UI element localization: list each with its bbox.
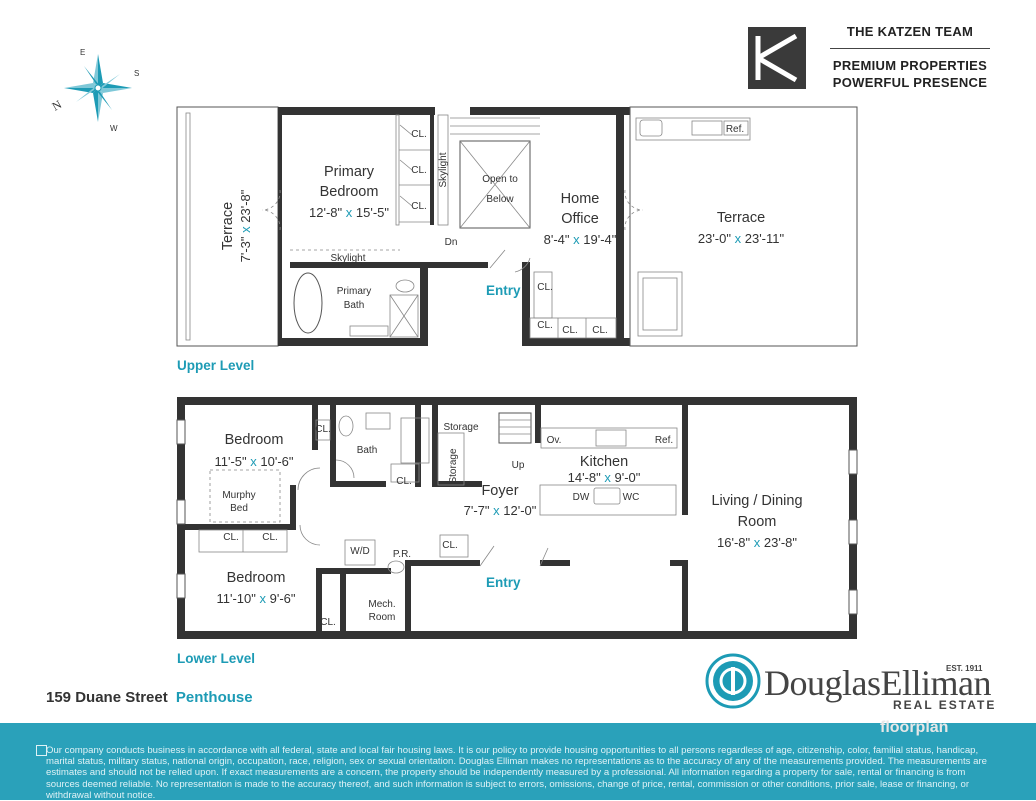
upper-closet-label-2: CL. <box>411 165 427 176</box>
stair-down-label: Dn <box>445 237 458 248</box>
lower-closet-label-4: CL. <box>396 476 412 487</box>
lower-level-label: Lower Level <box>177 651 255 666</box>
upper-office-closet-3: CL. <box>562 325 578 336</box>
lower-closet-label-1: CL. <box>315 424 331 435</box>
bedroom1-label: Bedroom <box>225 432 284 448</box>
upper-office-closet-1: CL. <box>537 282 553 293</box>
home-office-label-2: Office <box>561 211 599 227</box>
upper-level-label: Upper Level <box>177 358 254 373</box>
compass-n: N <box>50 97 65 114</box>
upper-entry-label: Entry <box>486 283 521 298</box>
primary-bedroom-label-2: Bedroom <box>320 184 379 200</box>
upper-ref-label: Ref. <box>726 124 744 135</box>
team-tagline-1: PREMIUM PROPERTIES <box>832 58 988 73</box>
living-dining-label-1: Living / Dining <box>711 493 802 509</box>
lower-closet-label-3: CL. <box>262 532 278 543</box>
disclaimer-text: Our company conducts business in accorda… <box>46 745 988 801</box>
home-office-dim: 8'-4" x 19'-4" <box>544 232 617 247</box>
upper-level-plan <box>176 106 858 347</box>
mech-room-label-2: Room <box>369 612 396 623</box>
murphy-bed-label-2: Bed <box>230 503 248 514</box>
equal-housing-icon <box>36 745 47 756</box>
mech-room-label-1: Mech. <box>368 599 395 610</box>
lower-closet-label-5: CL. <box>442 540 458 551</box>
upper-terrace-right-label: Terrace <box>717 210 765 226</box>
compass-s: S <box>134 69 139 78</box>
bedroom2-dim: 11'-10" x 9'-6" <box>216 591 295 606</box>
oven-label: Ov. <box>547 435 562 446</box>
team-name: THE KATZEN TEAM <box>830 24 990 49</box>
wd-label: W/D <box>350 546 369 557</box>
bedroom2-label: Bedroom <box>227 570 286 586</box>
douglas-elliman-est: EST. 1911 <box>946 664 983 673</box>
stair-up-label: Up <box>512 460 525 471</box>
team-tagline-2: POWERFUL PRESENCE <box>832 75 988 90</box>
kitchen-dim: 14'-8" x 9'-0" <box>568 470 641 485</box>
living-dining-label-2: Room <box>738 514 777 530</box>
team-brand-block: THE KATZEN TEAM PREMIUM PROPERTIES POWER… <box>830 24 990 91</box>
foyer-label: Foyer <box>481 483 518 499</box>
dishwasher-label: DW <box>573 492 590 503</box>
upper-terrace-left-label: Terrace <box>220 202 236 250</box>
upper-office-closet-2: CL. <box>537 320 553 331</box>
primary-bedroom-dim: 12'-8" x 15'-5" <box>309 205 389 220</box>
bedroom1-dim: 11'-5" x 10'-6" <box>214 454 293 469</box>
lower-entry-label: Entry <box>486 575 521 590</box>
floorplan-credit: floorplan <box>880 719 949 736</box>
douglas-elliman-wordmark: DouglasElliman <box>764 663 991 703</box>
wine-cooler-label: WC <box>623 492 640 503</box>
open-to-below-label-1: Open to <box>482 174 518 185</box>
lower-level-plan <box>176 397 858 639</box>
address-unit: Penthouse <box>175 689 253 706</box>
primary-bedroom-label-1: Primary <box>324 164 375 180</box>
upper-terrace-right-dim: 23'-0" x 23'-11" <box>698 231 785 246</box>
powder-room-label: P.R. <box>393 549 411 560</box>
lower-closet-label-6: CL. <box>320 617 336 628</box>
upper-skylight-label-bath: Skylight <box>330 253 365 264</box>
property-address: 159 Duane Street Penthouse <box>46 689 253 706</box>
douglas-elliman-real-estate: REAL ESTATE <box>893 698 997 712</box>
compass-e: E <box>80 48 85 57</box>
address-street: 159 Duane Street <box>46 689 168 706</box>
upper-closet-label-1: CL. <box>411 129 427 140</box>
katzen-team-logo-icon <box>748 27 806 89</box>
lower-closet-label-2: CL. <box>223 532 239 543</box>
upper-office-closet-4: CL. <box>592 325 608 336</box>
storage-label-side: Storage <box>448 448 459 483</box>
foyer-dim: 7'-7" x 12'-0" <box>464 503 537 518</box>
open-to-below-label-2: Below <box>486 194 514 205</box>
living-dining-dim: 16'-8" x 23'-8" <box>717 535 797 550</box>
douglas-elliman-logo-icon <box>705 653 761 709</box>
disclaimer-footer <box>0 723 1036 800</box>
kitchen-label: Kitchen <box>580 454 628 470</box>
compass-rose-icon <box>64 54 132 122</box>
lower-ref-label: Ref. <box>655 435 673 446</box>
compass-w: W <box>110 124 118 133</box>
murphy-bed-label-1: Murphy <box>222 490 255 501</box>
home-office-label-1: Home <box>561 191 600 207</box>
upper-skylight-label-stair: Skylight <box>438 152 449 187</box>
upper-terrace-left-dim: 7'-3" x 23'-8" <box>238 189 253 262</box>
primary-bath-label-2: Bath <box>344 300 365 311</box>
upper-closet-label-3: CL. <box>411 201 427 212</box>
primary-bath-label-1: Primary <box>337 286 371 297</box>
lower-bath-label: Bath <box>357 445 378 456</box>
storage-label-top: Storage <box>443 422 478 433</box>
